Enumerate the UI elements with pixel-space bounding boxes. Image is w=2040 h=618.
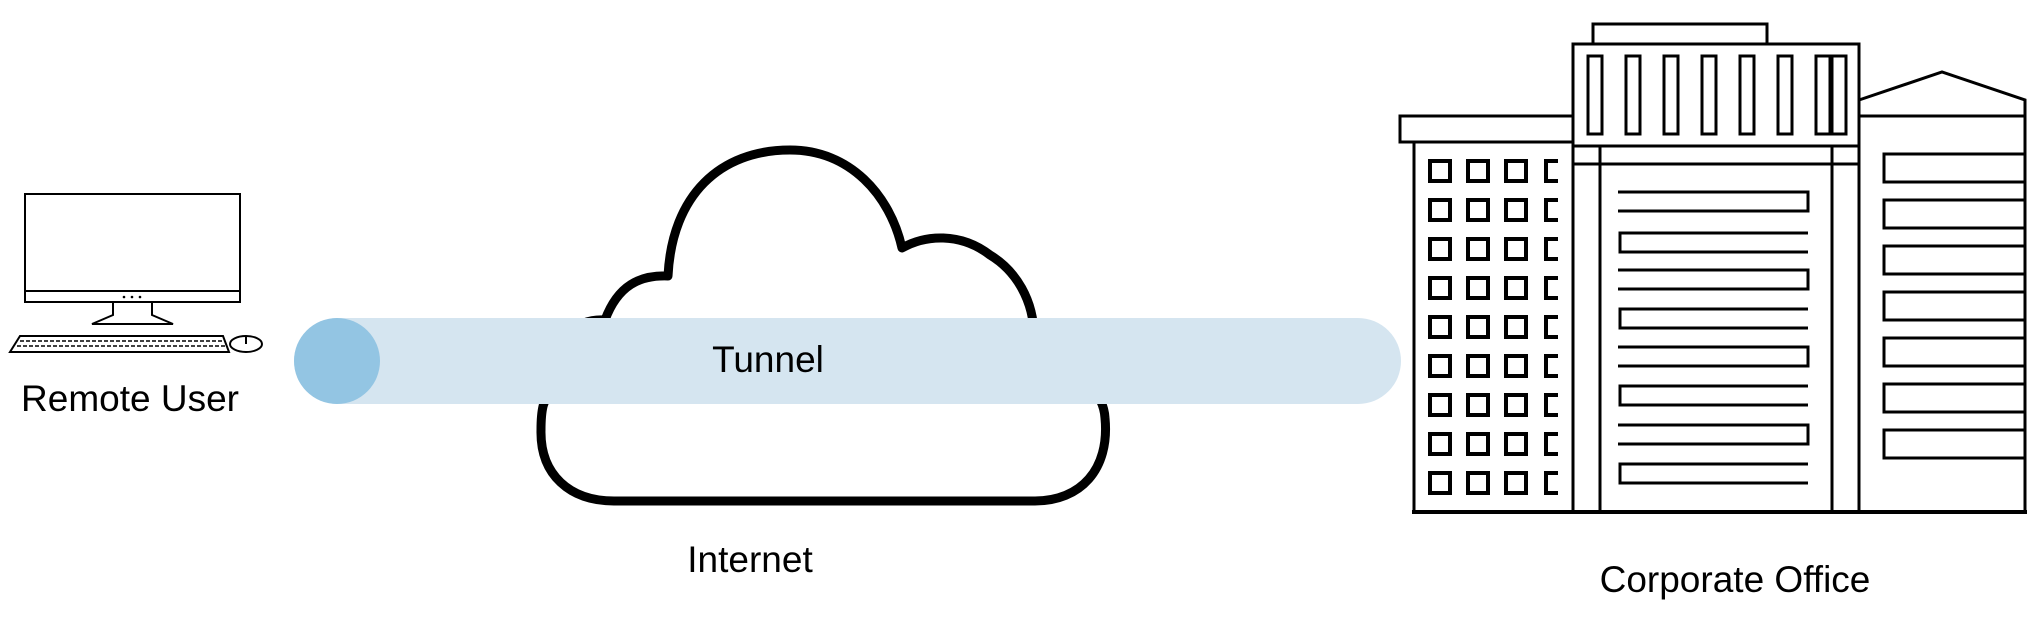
tower-crown-slats bbox=[1586, 54, 1848, 136]
tower-window-strips bbox=[1618, 190, 1810, 485]
remote-user-label: Remote User bbox=[21, 378, 239, 419]
left-wing-windows bbox=[1428, 159, 1558, 495]
desktop-computer-icon bbox=[8, 193, 263, 353]
right-wing-window-strips bbox=[1882, 152, 2025, 460]
tunnel-label: Tunnel bbox=[712, 339, 824, 380]
corporate-office-label: Corporate Office bbox=[1600, 559, 1871, 600]
internet-label: Internet bbox=[687, 539, 813, 580]
tunnel-pipe bbox=[294, 318, 1401, 404]
tunnel: Tunnel bbox=[294, 318, 1401, 404]
tunnel-entry-cap bbox=[294, 318, 380, 404]
remote-user-node: Remote User bbox=[8, 193, 263, 419]
office-building-icon bbox=[1398, 22, 2027, 514]
corporate-office-node: Corporate Office bbox=[1398, 22, 2027, 600]
